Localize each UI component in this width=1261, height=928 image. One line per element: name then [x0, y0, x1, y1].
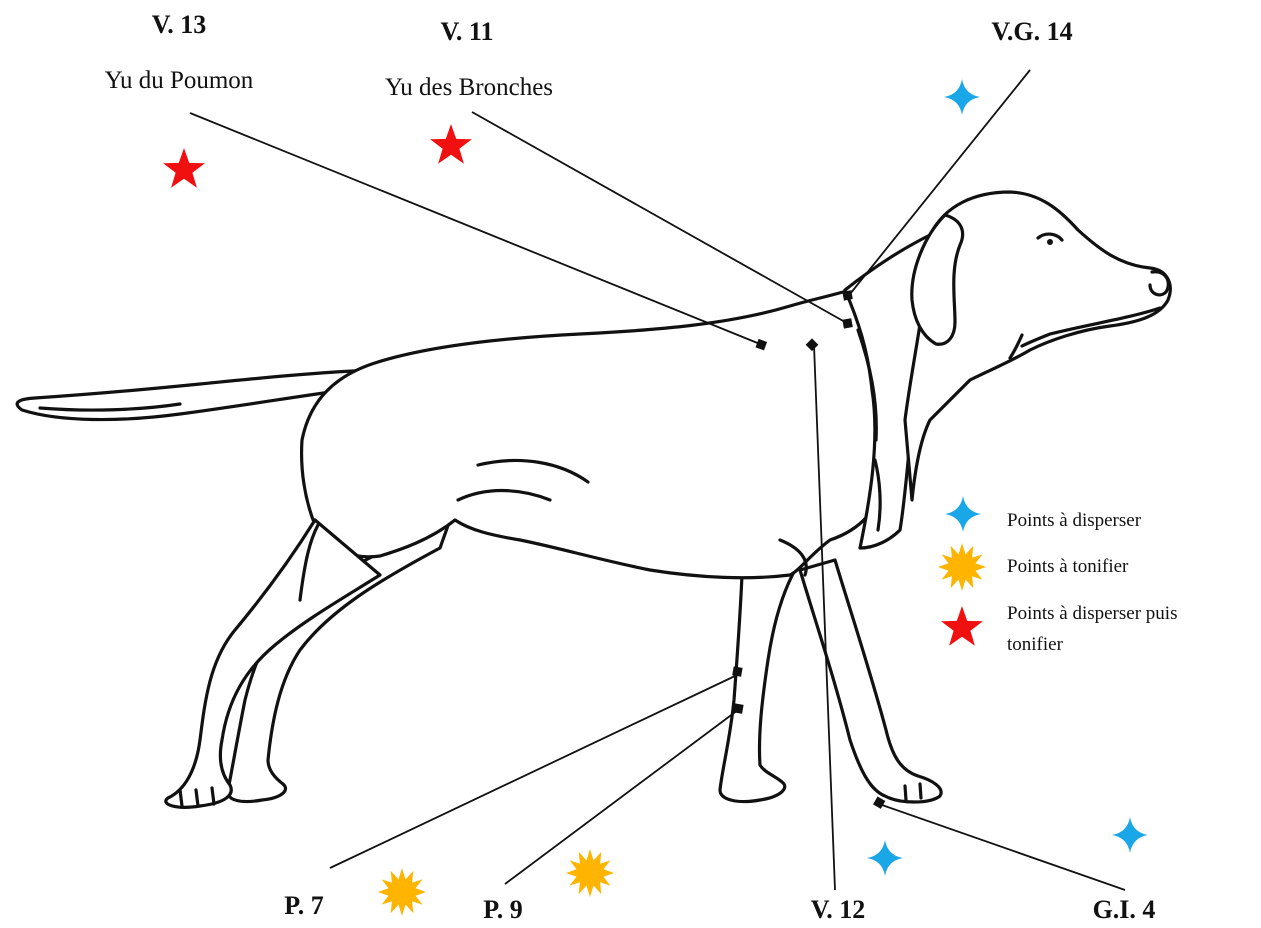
dog-eye — [1036, 232, 1064, 242]
point-v13-marker — [755, 338, 768, 351]
point-gi4-marker — [873, 796, 886, 809]
dog-mouth — [1020, 306, 1162, 348]
label-v13-name: Yu du Poumon — [105, 67, 254, 94]
point-p9-marker — [733, 703, 744, 714]
leader-gi4 — [881, 804, 1126, 891]
five-point-star-icon — [430, 124, 472, 164]
label-v13-code: V. 13 — [152, 10, 206, 39]
four-point-star-icon — [944, 79, 980, 115]
dog-near-front-leg — [798, 558, 943, 804]
dog-body — [300, 288, 895, 580]
label-v12-code: V. 12 — [811, 895, 865, 924]
legend-tonify-label: Points à tonifier — [1007, 556, 1129, 577]
leader-v13 — [189, 112, 761, 345]
five-point-star-icon — [163, 148, 205, 188]
legend: Points à disperser Points à tonifier Poi… — [938, 496, 1177, 655]
leader-lines — [189, 69, 1126, 891]
sunburst-icon — [378, 868, 426, 916]
label-v11-name: Yu des Bronches — [385, 74, 553, 101]
four-point-star-icon — [1112, 817, 1148, 853]
leader-v11 — [471, 111, 846, 323]
label-gi4-code: G.I. 4 — [1093, 895, 1156, 924]
label-p9-code: P. 9 — [483, 895, 523, 924]
legend-disperse-label: Points à disperser — [1007, 510, 1142, 531]
sunburst-icon — [938, 543, 986, 591]
leader-vg14 — [849, 69, 1031, 295]
point-vg14-marker — [842, 290, 853, 301]
label-p7-code: P. 7 — [284, 891, 324, 920]
leader-p9 — [504, 709, 739, 885]
point-labels: V. 13 Yu du Poumon V. 11 Yu des Bronches… — [105, 10, 1156, 924]
point-v11-marker — [842, 318, 853, 329]
five-point-star-icon — [941, 606, 983, 646]
legend-disperse-then-tonify-label-line1: Points à disperser puis — [1007, 603, 1177, 624]
dog-tail — [15, 368, 377, 422]
leader-p7 — [329, 675, 736, 869]
dog-far-front-leg — [718, 568, 797, 804]
four-point-star-icon — [945, 496, 981, 532]
label-v11-code: V. 11 — [441, 17, 494, 46]
label-vg14-code: V.G. 14 — [991, 17, 1072, 46]
dog-illustration — [15, 190, 1172, 809]
dog-nose — [1148, 270, 1170, 297]
dog-eye-pupil — [1047, 239, 1053, 245]
dog-near-hind-leg — [164, 518, 382, 809]
dog-head — [903, 190, 1172, 502]
point-p7-marker — [732, 666, 743, 677]
leader-v12 — [813, 344, 836, 891]
dog-ear — [910, 213, 965, 346]
sunburst-icon — [566, 849, 614, 897]
four-point-star-icon — [867, 840, 903, 876]
legend-disperse-then-tonify-label-line2: tonifier — [1007, 634, 1064, 655]
